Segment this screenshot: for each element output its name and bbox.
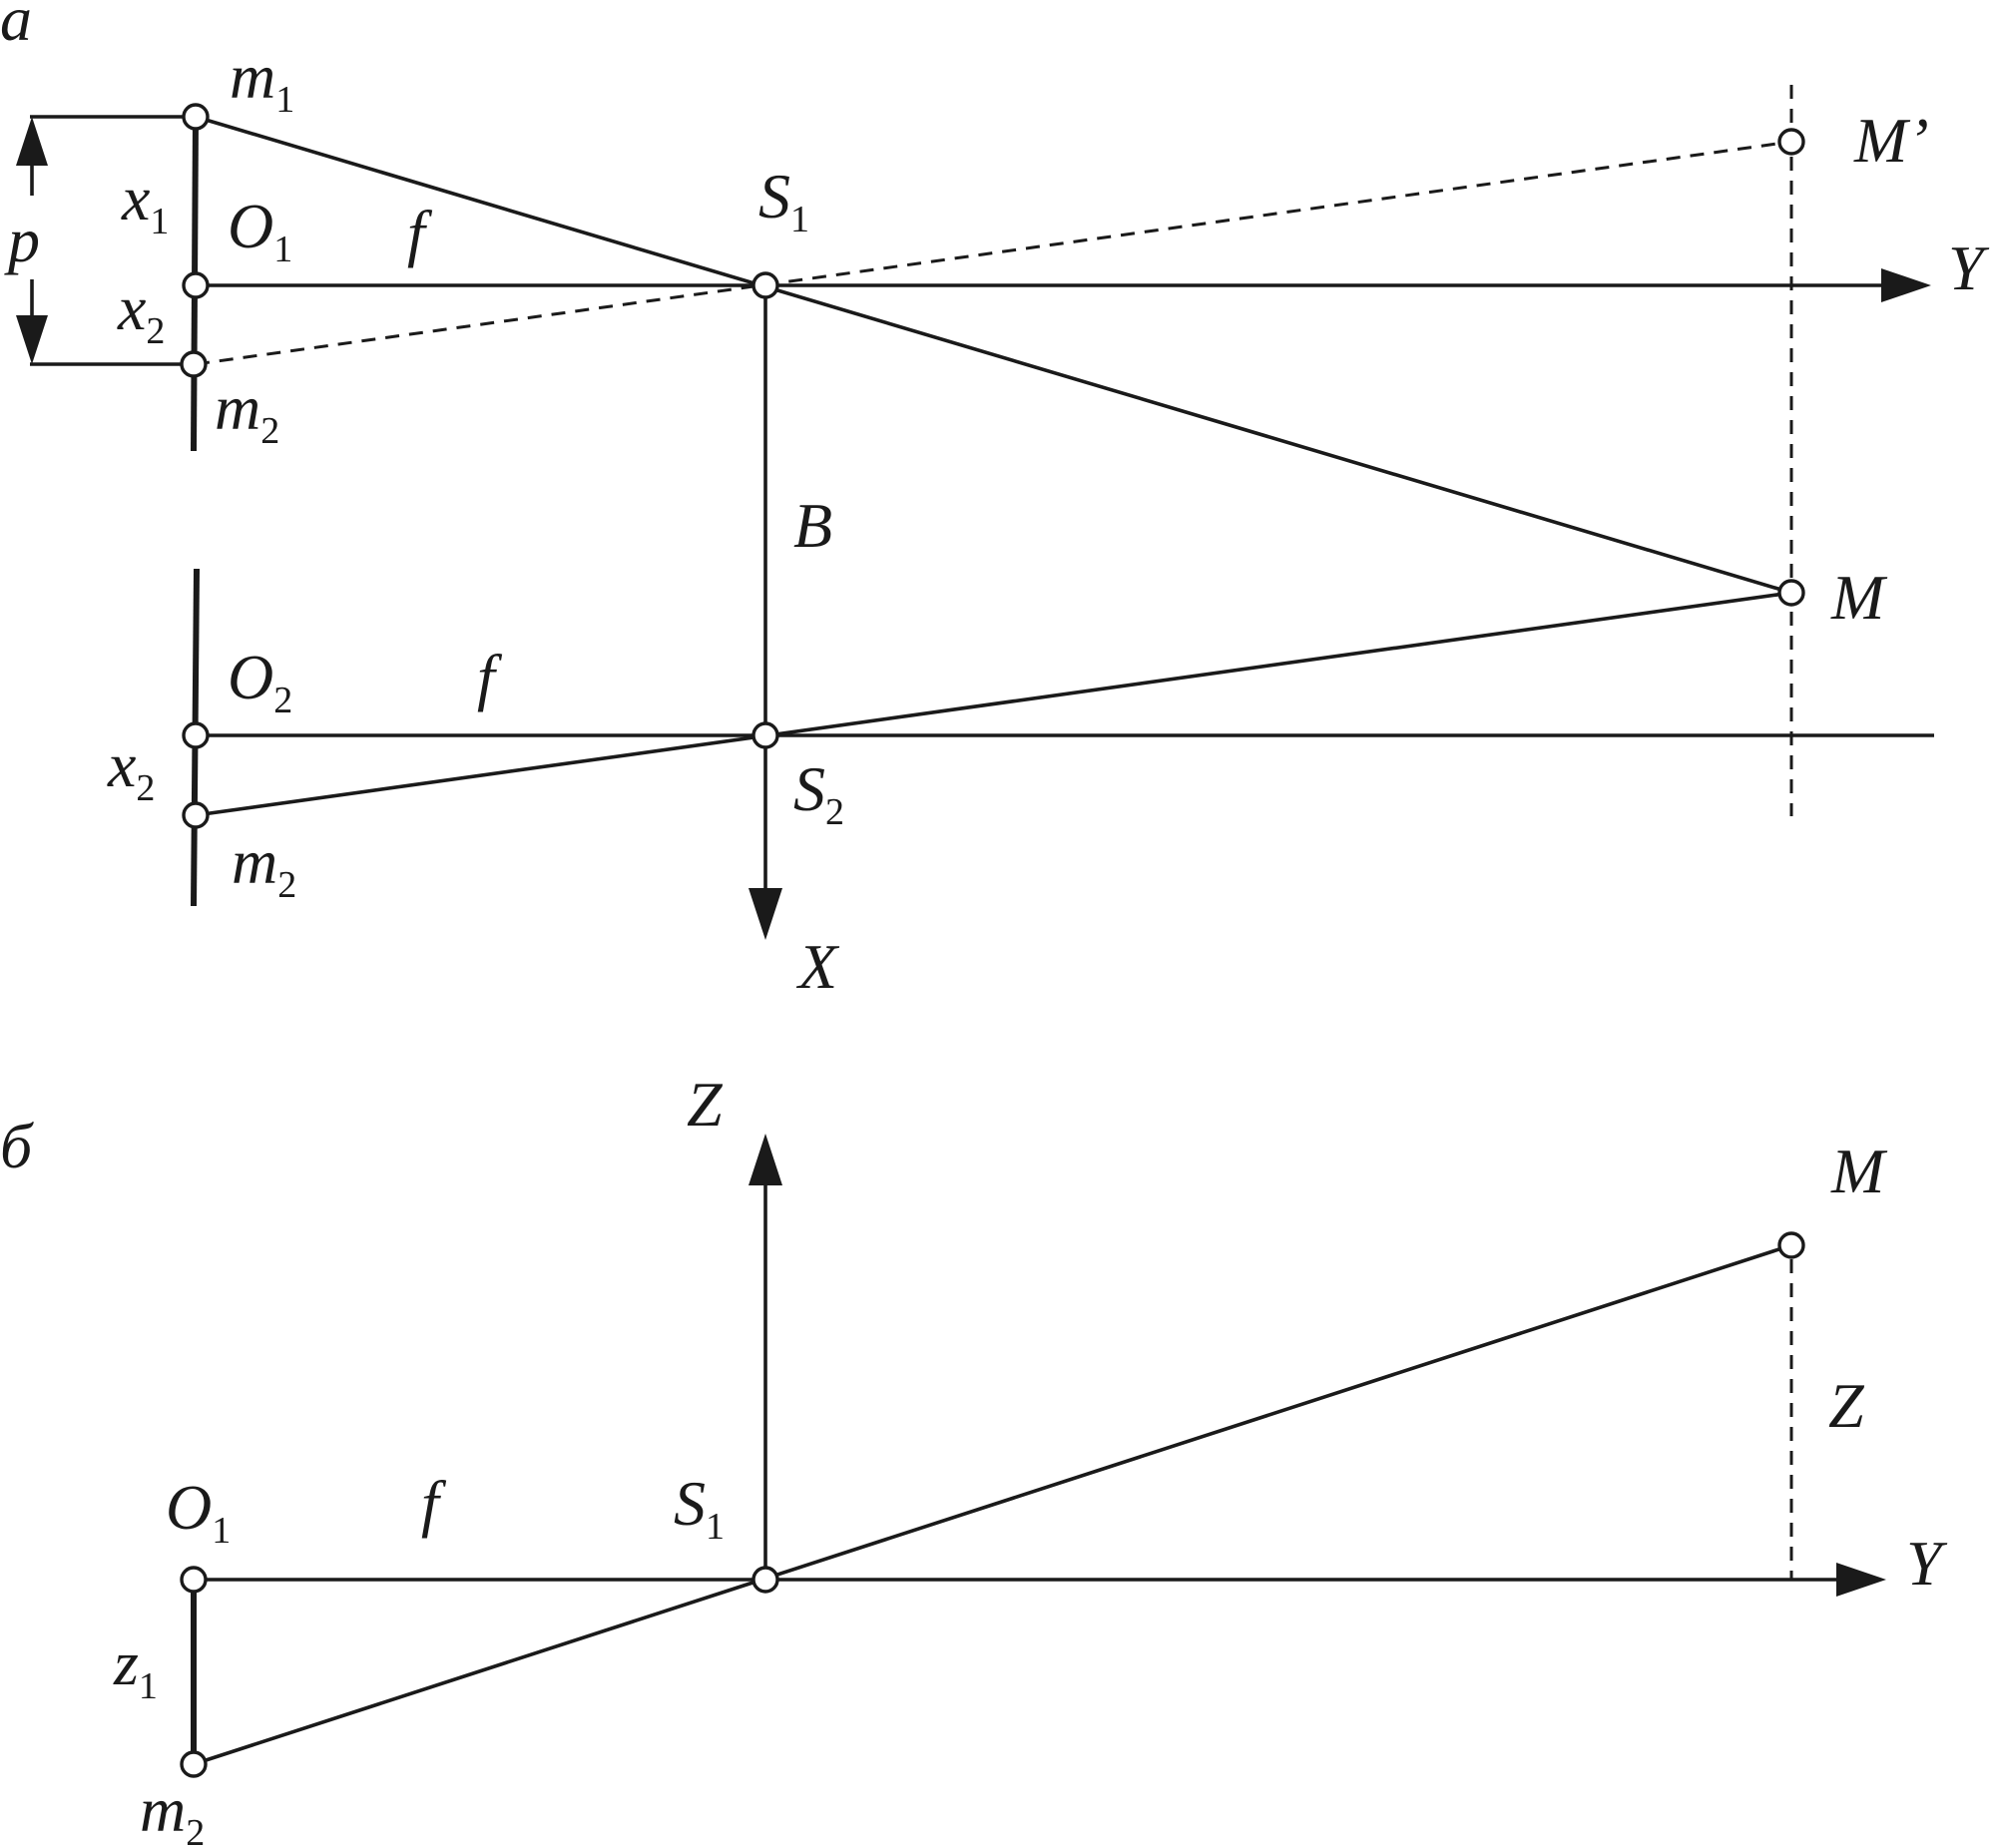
label-x2-top: x2 xyxy=(117,272,165,352)
label-b: B xyxy=(793,490,832,561)
point-m xyxy=(1777,1231,1805,1259)
parallax-arrow-up-head xyxy=(16,117,48,166)
point-m-prime xyxy=(1777,128,1805,156)
label-m2-bottom: m2 xyxy=(232,826,296,906)
point-m xyxy=(1777,579,1805,607)
label-m-prime: M’ xyxy=(1853,105,1929,176)
z-axis-arrowhead xyxy=(749,1134,782,1185)
y-axis-arrowhead xyxy=(1836,1563,1886,1597)
point-o1 xyxy=(180,1566,208,1594)
parallax-arrow-down-head xyxy=(16,315,48,364)
label-f-bottom: f xyxy=(477,642,503,712)
point-o2 xyxy=(182,721,210,749)
label-o1: O1 xyxy=(166,1472,231,1552)
point-m1 xyxy=(182,103,210,131)
ray-m2-to-m xyxy=(193,1243,1792,1766)
panel-b: б Z M Z O1 f S1 Y z1 m2 xyxy=(0,1069,1948,1848)
label-m: M xyxy=(1830,562,1888,633)
label-m2-top: m2 xyxy=(215,372,279,452)
point-m2-top xyxy=(180,350,208,378)
label-p: p xyxy=(4,205,40,275)
point-s1 xyxy=(751,1566,779,1594)
label-s1: S1 xyxy=(674,1468,725,1548)
label-o2: O2 xyxy=(228,642,292,721)
x-axis-arrowhead xyxy=(749,888,782,940)
label-s2: S2 xyxy=(793,753,844,833)
label-x1: x1 xyxy=(121,163,169,242)
panel-a: а m1 x1 O1 xyxy=(0,0,1990,1002)
panel-b-label: б xyxy=(0,1111,34,1181)
point-s2 xyxy=(751,721,779,749)
label-y-axis: Y xyxy=(1906,1528,1948,1599)
point-s1 xyxy=(751,271,779,299)
label-x-axis: X xyxy=(795,931,840,1002)
label-x2-bottom: x2 xyxy=(107,729,155,809)
label-m: M xyxy=(1830,1136,1888,1206)
ray-m2-to-m-prime xyxy=(195,140,1792,366)
point-m2 xyxy=(180,1750,208,1778)
label-y-axis: Y xyxy=(1948,232,1990,303)
label-m1: m1 xyxy=(230,41,294,121)
label-f: f xyxy=(421,1468,447,1539)
point-o1 xyxy=(182,271,210,299)
ray-m1-to-m xyxy=(195,115,1792,595)
label-m2: m2 xyxy=(140,1774,205,1848)
panel-a-label: а xyxy=(0,0,32,54)
y-axis-arrowhead xyxy=(1881,268,1931,302)
label-o1: O1 xyxy=(228,191,292,270)
label-z1: z1 xyxy=(113,1627,158,1707)
point-m2-bottom xyxy=(182,801,210,829)
label-s1: S1 xyxy=(758,161,809,240)
ray-m2-to-m xyxy=(195,591,1792,817)
label-z-axis: Z xyxy=(687,1069,724,1140)
label-f-top: f xyxy=(407,198,433,268)
label-z-height: Z xyxy=(1828,1370,1865,1441)
